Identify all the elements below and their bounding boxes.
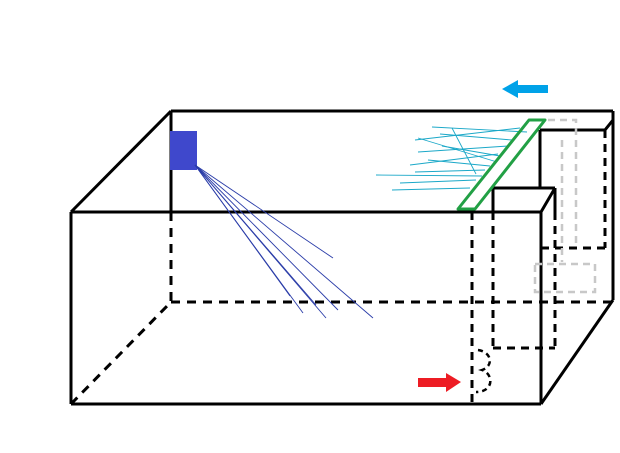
mist-jet	[441, 145, 501, 157]
angled-filter-plate	[456, 118, 547, 211]
spray-jet	[194, 164, 334, 259]
mist-jet	[451, 127, 477, 175]
hidden-edges	[69, 212, 613, 406]
top-left-edge	[69, 109, 173, 214]
spray-nozzle	[170, 131, 197, 170]
partition-diag-edge	[603, 119, 615, 131]
drain-loop	[475, 348, 492, 394]
pipe-outlet-box	[533, 262, 597, 294]
spray-jet	[194, 164, 374, 319]
mist-jet	[439, 133, 513, 141]
drain-curve	[475, 348, 492, 394]
spray-jet	[194, 164, 317, 306]
mist-jet	[414, 127, 521, 141]
mist-jet	[391, 187, 471, 191]
inner-slant-edge	[539, 187, 557, 213]
hidden-left-bottom-edge	[69, 300, 173, 406]
outflow-arrow	[418, 373, 461, 392]
mist-jet	[399, 179, 477, 184]
inflow-arrow	[502, 80, 548, 98]
right-bottom-edge	[539, 299, 615, 405]
mist-jet	[409, 153, 499, 166]
mist-jet	[414, 169, 486, 173]
spray-jets	[194, 164, 374, 319]
mist-jets	[375, 126, 528, 191]
outlet-pipe	[533, 118, 597, 294]
spray-jet	[194, 164, 291, 297]
inner-hidden-edges	[470, 130, 607, 404]
tank-box	[69, 109, 615, 406]
inner-chamber	[491, 119, 615, 213]
mist-jet	[417, 137, 498, 163]
pipe-upper-outline	[548, 118, 578, 248]
mist-jet	[427, 159, 491, 167]
mist-jet	[375, 174, 483, 177]
mist-jet	[431, 126, 528, 133]
spray-jet	[194, 164, 339, 311]
